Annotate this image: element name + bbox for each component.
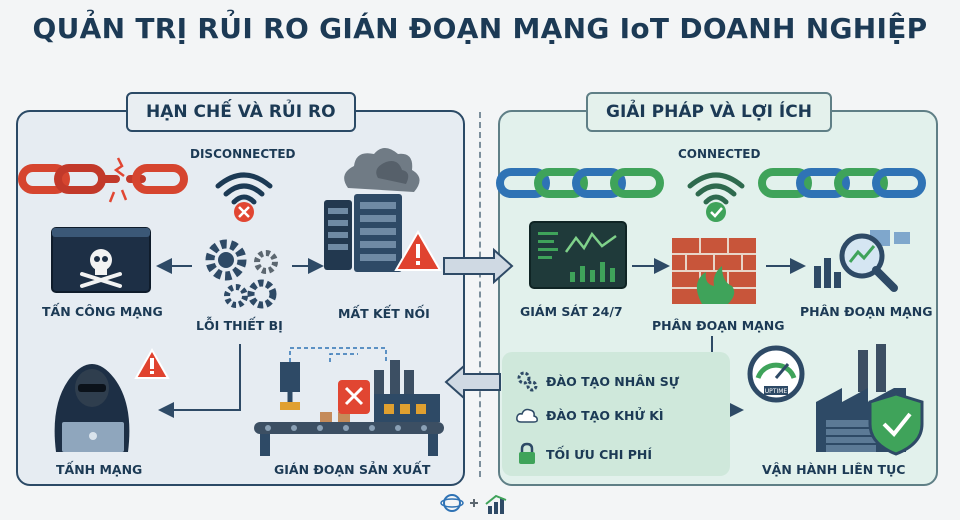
- segmentation-firewall-label: PHÂN ĐOẠN MẠNG: [652, 318, 785, 333]
- page-title: QUẢN TRỊ RỦI RO GIÁN ĐOẠN MẠNG IoT DOANH…: [32, 12, 928, 45]
- solutions-panel-title: GIẢI PHÁP VÀ LỢI ÍCH: [586, 92, 832, 132]
- connected-chain-icon: [496, 168, 926, 198]
- production-disruption-label: GIÁN ĐOẠN SẢN XUẤT: [274, 462, 431, 477]
- risks-panel-title: HẠN CHẾ VÀ RỦI RO: [126, 92, 356, 132]
- analytics-magnifier-icon: [814, 230, 910, 292]
- cloud-icon: [516, 408, 538, 423]
- lost-connection-label: MẤT KẾT NỐI: [338, 306, 430, 321]
- wifi-connected-icon: [687, 172, 745, 222]
- list-item: ĐÀO TẠO KHỬ KÌ: [516, 406, 664, 424]
- disconnected-status: DISCONNECTED: [190, 147, 296, 161]
- list-item: ĐÀO TẠO NHÂN SỰ: [516, 370, 679, 392]
- skull-monitor-icon: [51, 227, 151, 293]
- cyber-attack-label: TẤN CÔNG MẠNG: [42, 304, 163, 319]
- gears-icon: [517, 371, 538, 392]
- firewall-icon: [672, 238, 756, 304]
- device-fault-label: LỖI THIẾT BỊ: [196, 318, 283, 333]
- uptime-text: UPTIME: [765, 388, 788, 395]
- gears-icon: [205, 239, 278, 309]
- burning-server-icon: [324, 148, 442, 272]
- footer-logo-icons: [440, 494, 507, 514]
- panel-divider: [479, 112, 481, 477]
- monitoring-label: GIÁM SÁT 24/7: [520, 304, 623, 319]
- hacker-label: TẤNH MẠNG: [56, 462, 143, 477]
- connected-status: CONNECTED: [678, 147, 761, 161]
- lock-icon: [519, 442, 535, 464]
- production-line-icon: [254, 347, 444, 456]
- broken-chain-icon: [18, 157, 188, 203]
- benefits-list: ĐÀO TẠO NHÂN SỰ ĐÀO TẠO KHỬ KÌ TỐI ƯU CH…: [502, 352, 730, 476]
- hacker-icon: [54, 347, 170, 452]
- monitoring-dashboard-icon: [529, 221, 627, 289]
- wifi-disconnected-icon: [215, 172, 273, 222]
- factory-uptime-icon: UPTIME: [747, 344, 924, 456]
- list-item: TỐI ƯU CHI PHÍ: [516, 442, 652, 466]
- continuous-operation-label: VẬN HÀNH LIÊN TỤC: [762, 462, 906, 477]
- segmentation-analytics-label: PHÂN ĐOẠN MẠNG: [800, 304, 933, 319]
